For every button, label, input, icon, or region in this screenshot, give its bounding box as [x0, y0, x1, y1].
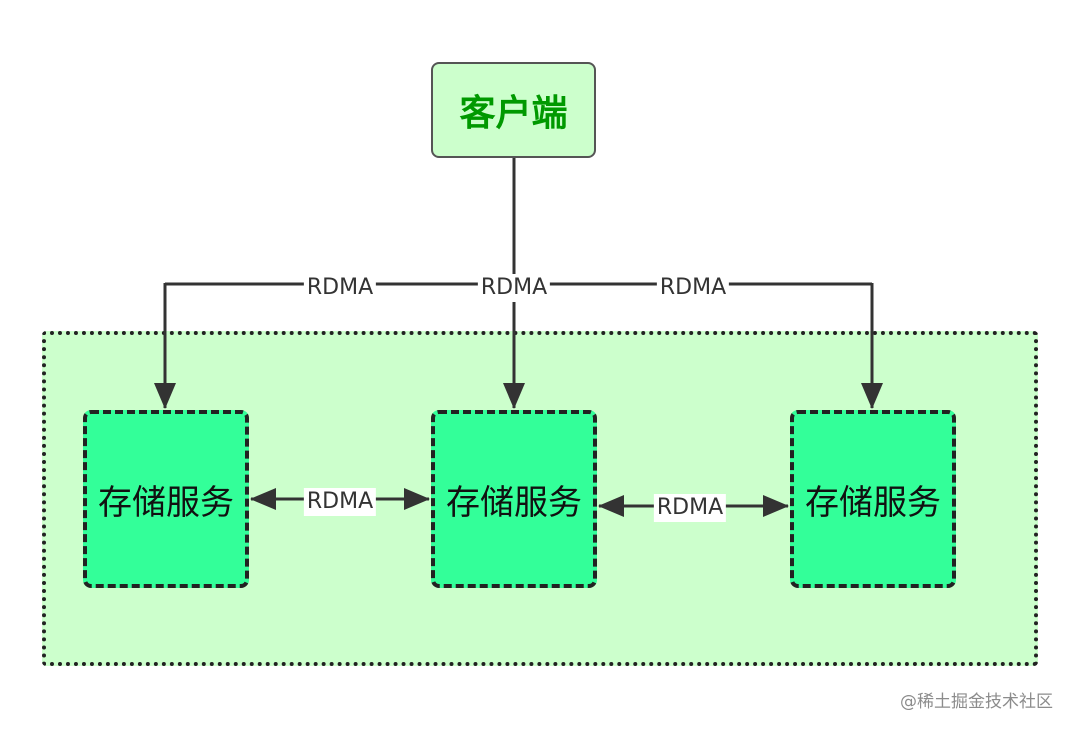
- edge-label-client-node3: RDMA: [656, 274, 730, 302]
- client-node: 客户端: [431, 62, 596, 158]
- edge-label-node2-node3: RDMA: [653, 494, 727, 522]
- storage-node-label: 存储服务: [446, 482, 582, 523]
- client-label: 客户端: [459, 93, 568, 134]
- storage-node-label: 存储服务: [805, 482, 941, 523]
- edge-label-client-node1: RDMA: [303, 274, 377, 302]
- edge-label-node1-node2: RDMA: [303, 488, 377, 516]
- storage-service-node-1: 存储服务: [83, 410, 249, 588]
- storage-service-node-2: 存储服务: [431, 410, 597, 588]
- storage-node-label: 存储服务: [98, 482, 234, 523]
- edge-label-client-node2: RDMA: [477, 274, 551, 302]
- storage-service-node-3: 存储服务: [790, 410, 956, 588]
- watermark-text: @稀土掘金技术社区: [900, 692, 1053, 712]
